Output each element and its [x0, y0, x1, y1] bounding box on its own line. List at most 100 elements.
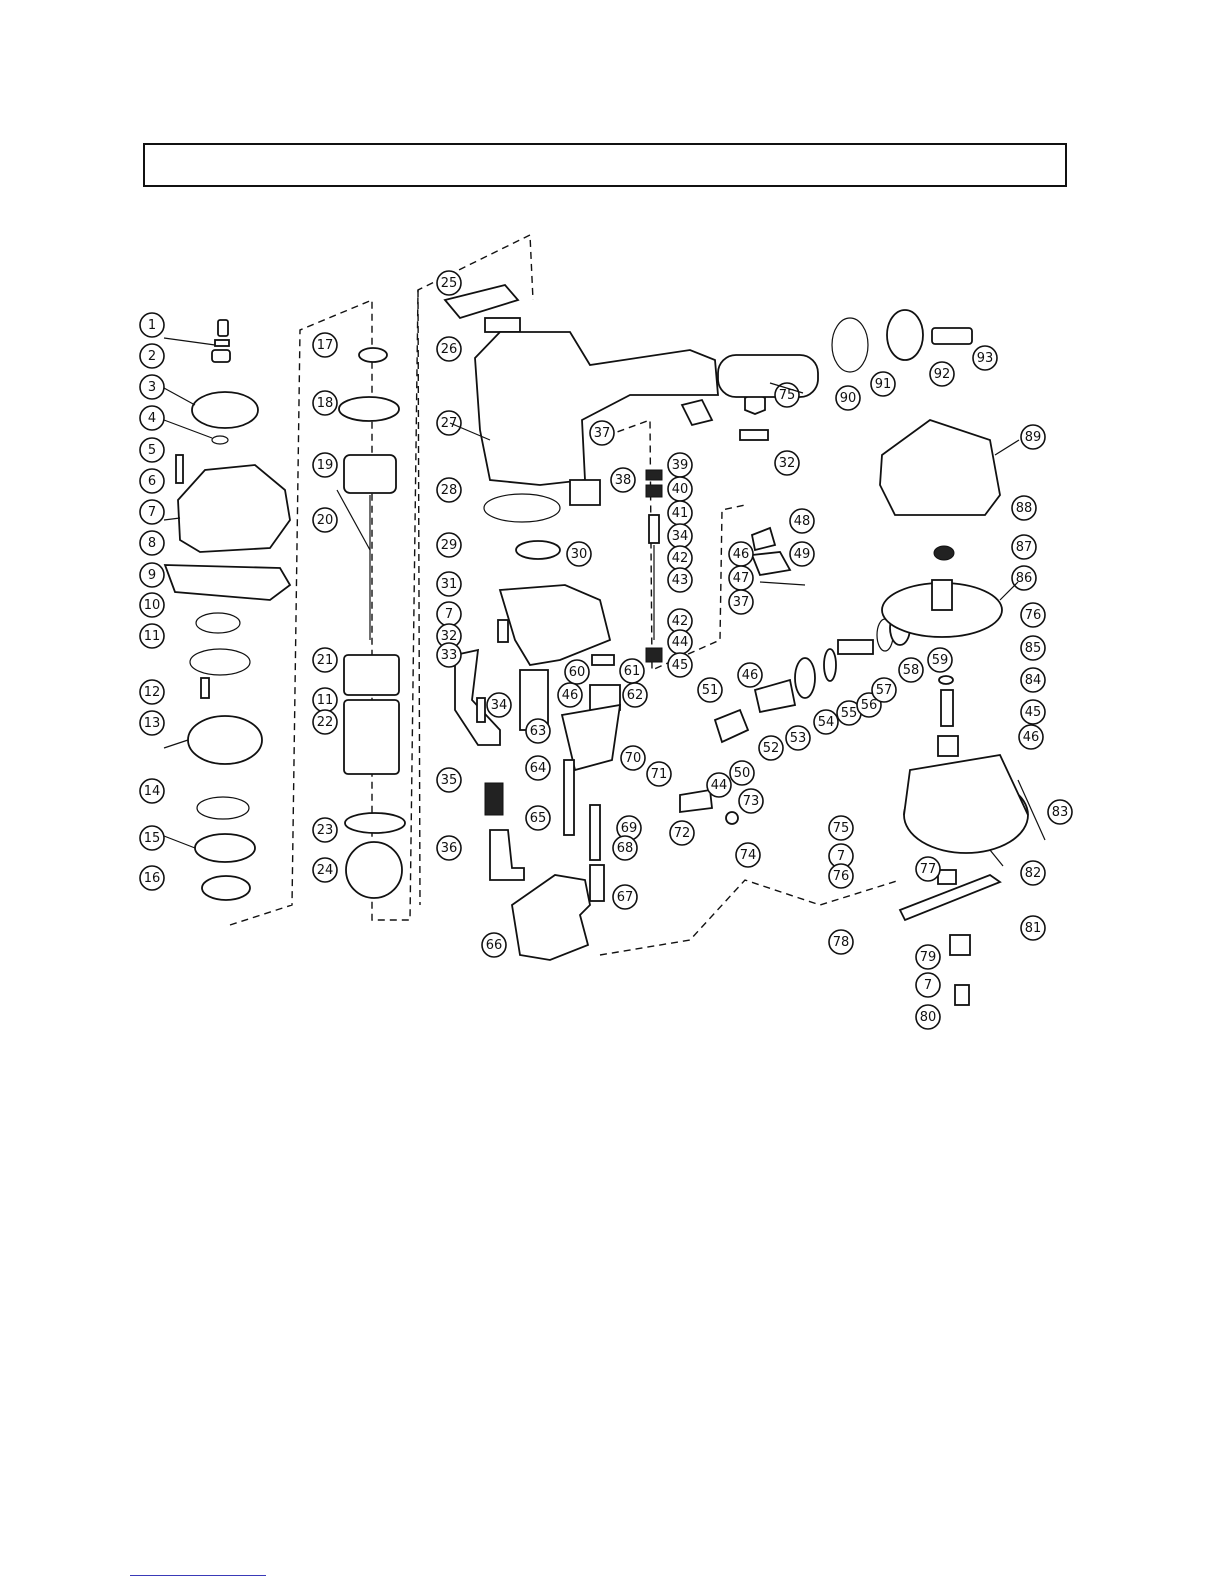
callout-number: 42 — [672, 551, 689, 566]
callout-circle — [312, 507, 338, 533]
title-box — [143, 143, 1067, 187]
callout-circle — [1020, 635, 1046, 661]
callout-c78: 78 — [828, 929, 854, 955]
callout-number: 37 — [733, 595, 750, 610]
callout-c87: 87 — [1011, 534, 1037, 560]
callout-number: 3 — [148, 380, 156, 395]
callout-circle — [312, 390, 338, 416]
callout-c34a: 34 — [486, 692, 512, 718]
callout-c86: 86 — [1011, 565, 1037, 591]
callout-c90: 90 — [835, 385, 861, 411]
callout-number: 86 — [1016, 571, 1033, 586]
callout-circle — [139, 562, 165, 588]
part-spring-34 — [476, 697, 486, 723]
callout-c45b: 45 — [1020, 699, 1046, 725]
callout-c54: 54 — [813, 709, 839, 735]
part-lever-78 — [898, 873, 1002, 922]
callout-c49: 49 — [789, 541, 815, 567]
callout-c92: 92 — [929, 361, 955, 387]
callout-circle — [667, 567, 693, 593]
callout-c13: 13 — [139, 710, 165, 736]
leader — [163, 739, 189, 749]
boundary-magazine-link — [599, 879, 901, 956]
leader — [163, 387, 196, 406]
callout-number: 42 — [672, 614, 689, 629]
leader — [999, 581, 1019, 601]
part-cylinder-cap-8 — [177, 464, 291, 553]
callout-c65: 65 — [525, 805, 551, 831]
callout-number: 44 — [672, 635, 689, 650]
callout-c29: 29 — [436, 532, 462, 558]
leader — [769, 382, 804, 394]
callout-circle — [139, 530, 165, 556]
callout-number: 89 — [1025, 430, 1042, 445]
part-pin-37 — [759, 581, 806, 586]
callout-c57: 57 — [871, 677, 897, 703]
callout-number: 11 — [317, 693, 334, 708]
callout-c50: 50 — [729, 760, 755, 786]
part-bolt-80 — [954, 984, 970, 1006]
callout-number: 70 — [625, 751, 642, 766]
callout-c7d: 7 — [915, 972, 941, 998]
callout-number: 81 — [1025, 921, 1042, 936]
leader — [336, 489, 371, 551]
callout-number: 10 — [144, 598, 161, 613]
part-plate-77 — [937, 869, 957, 885]
callout-circle — [1020, 602, 1046, 628]
callout-c35: 35 — [436, 767, 462, 793]
callout-number: 46 — [733, 547, 750, 562]
part-grip-90 — [717, 354, 819, 398]
callout-circle — [927, 647, 953, 673]
callout-circle — [436, 477, 462, 503]
callout-c67: 67 — [612, 884, 638, 910]
part-washer-17 — [358, 347, 388, 363]
callout-circle — [871, 677, 897, 703]
callout-number: 31 — [441, 577, 458, 592]
callout-circle — [312, 452, 338, 478]
part-nut-3 — [211, 349, 231, 363]
callout-circle — [622, 682, 648, 708]
callout-c9: 9 — [139, 562, 165, 588]
callout-circle — [789, 508, 815, 534]
callout-circle — [870, 371, 896, 397]
callout-c63: 63 — [525, 718, 551, 744]
callout-number: 29 — [441, 538, 458, 553]
callout-number: 72 — [674, 826, 691, 841]
leader-lines — [163, 337, 1020, 867]
part-adjuster-4 — [191, 391, 259, 429]
callout-number: 7 — [837, 849, 845, 864]
callout-c79: 79 — [915, 944, 941, 970]
callout-circle — [312, 817, 338, 843]
part-contact-36 — [489, 829, 525, 881]
callout-number: 27 — [441, 416, 458, 431]
callout-number: 45 — [672, 658, 689, 673]
callout-number: 62 — [627, 688, 644, 703]
callout-circle — [915, 972, 941, 998]
callout-circle — [312, 709, 338, 735]
callout-number: 46 — [742, 668, 759, 683]
callout-c59: 59 — [927, 647, 953, 673]
part-trigger-64 — [560, 703, 622, 772]
callout-number: 6 — [148, 474, 156, 489]
callout-circle — [481, 932, 507, 958]
callout-c10: 10 — [139, 592, 165, 618]
callout-number: 34 — [672, 529, 689, 544]
callout-circle — [1011, 495, 1037, 521]
callout-c39: 39 — [667, 452, 693, 478]
part-piston-stop-18 — [338, 396, 400, 422]
callout-number: 37 — [594, 426, 611, 441]
part-bolt-1 — [217, 319, 229, 337]
callout-c6: 6 — [139, 468, 165, 494]
part-nut-73 — [725, 811, 739, 825]
callout-c22: 22 — [312, 709, 338, 735]
callout-number: 68 — [617, 841, 634, 856]
callout-circle — [612, 884, 638, 910]
callout-number: 61 — [624, 664, 641, 679]
callout-circle — [646, 761, 672, 787]
callout-number: 11 — [144, 629, 161, 644]
part-air-plug-93 — [931, 327, 973, 345]
callout-number: 82 — [1025, 866, 1042, 881]
callout-circle — [436, 270, 462, 296]
callout-circle — [139, 312, 165, 338]
callout-circle — [312, 857, 338, 883]
